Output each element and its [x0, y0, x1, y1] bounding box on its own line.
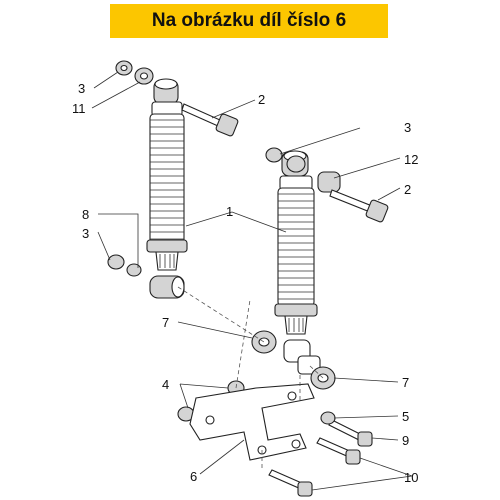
left-shock-absorber — [146, 78, 188, 299]
mounting-bracket — [189, 383, 315, 461]
callout-2-right: 2 — [404, 182, 411, 197]
leader-lines — [91, 71, 413, 491]
right-top-bolt — [329, 189, 389, 223]
callout-12: 12 — [404, 152, 418, 167]
header-banner: Na obrázku díl číslo 6 — [110, 4, 388, 38]
left-top-washer — [115, 60, 133, 76]
washer-5 — [320, 411, 336, 425]
right-top-washer — [265, 147, 283, 163]
callout-6: 6 — [190, 469, 197, 484]
left-top-spacer — [134, 67, 154, 85]
left-mid-bushing — [126, 263, 142, 277]
right-bushing-12 — [317, 171, 341, 193]
callout-numbers: 3 11 2 3 12 2 8 3 1 7 4 7 5 9 6 10 — [72, 81, 418, 485]
callout-1: 1 — [226, 204, 233, 219]
callout-8: 8 — [82, 207, 89, 222]
callout-3-top-left: 3 — [78, 81, 85, 96]
left-top-bolt — [181, 103, 239, 137]
callout-3-top-right: 3 — [404, 120, 411, 135]
left-mid-washer — [107, 254, 125, 270]
silentblock-left — [251, 330, 277, 354]
callout-3-mid-left: 3 — [82, 226, 89, 241]
right-top-spacer — [286, 155, 306, 173]
bolts-9-10 — [268, 419, 373, 497]
right-shock-absorber — [274, 150, 321, 375]
callout-9: 9 — [402, 433, 409, 448]
page-title: Na obrázku díl číslo 6 — [151, 10, 347, 31]
callout-7-right: 7 — [402, 375, 409, 390]
callout-11: 11 — [72, 101, 86, 116]
callout-4: 4 — [162, 377, 169, 392]
callout-5: 5 — [402, 409, 409, 424]
callout-7-left: 7 — [162, 315, 169, 330]
right-spring — [277, 187, 315, 307]
callout-10: 10 — [404, 470, 418, 485]
left-spring — [149, 113, 185, 245]
callout-2-left: 2 — [258, 92, 265, 107]
